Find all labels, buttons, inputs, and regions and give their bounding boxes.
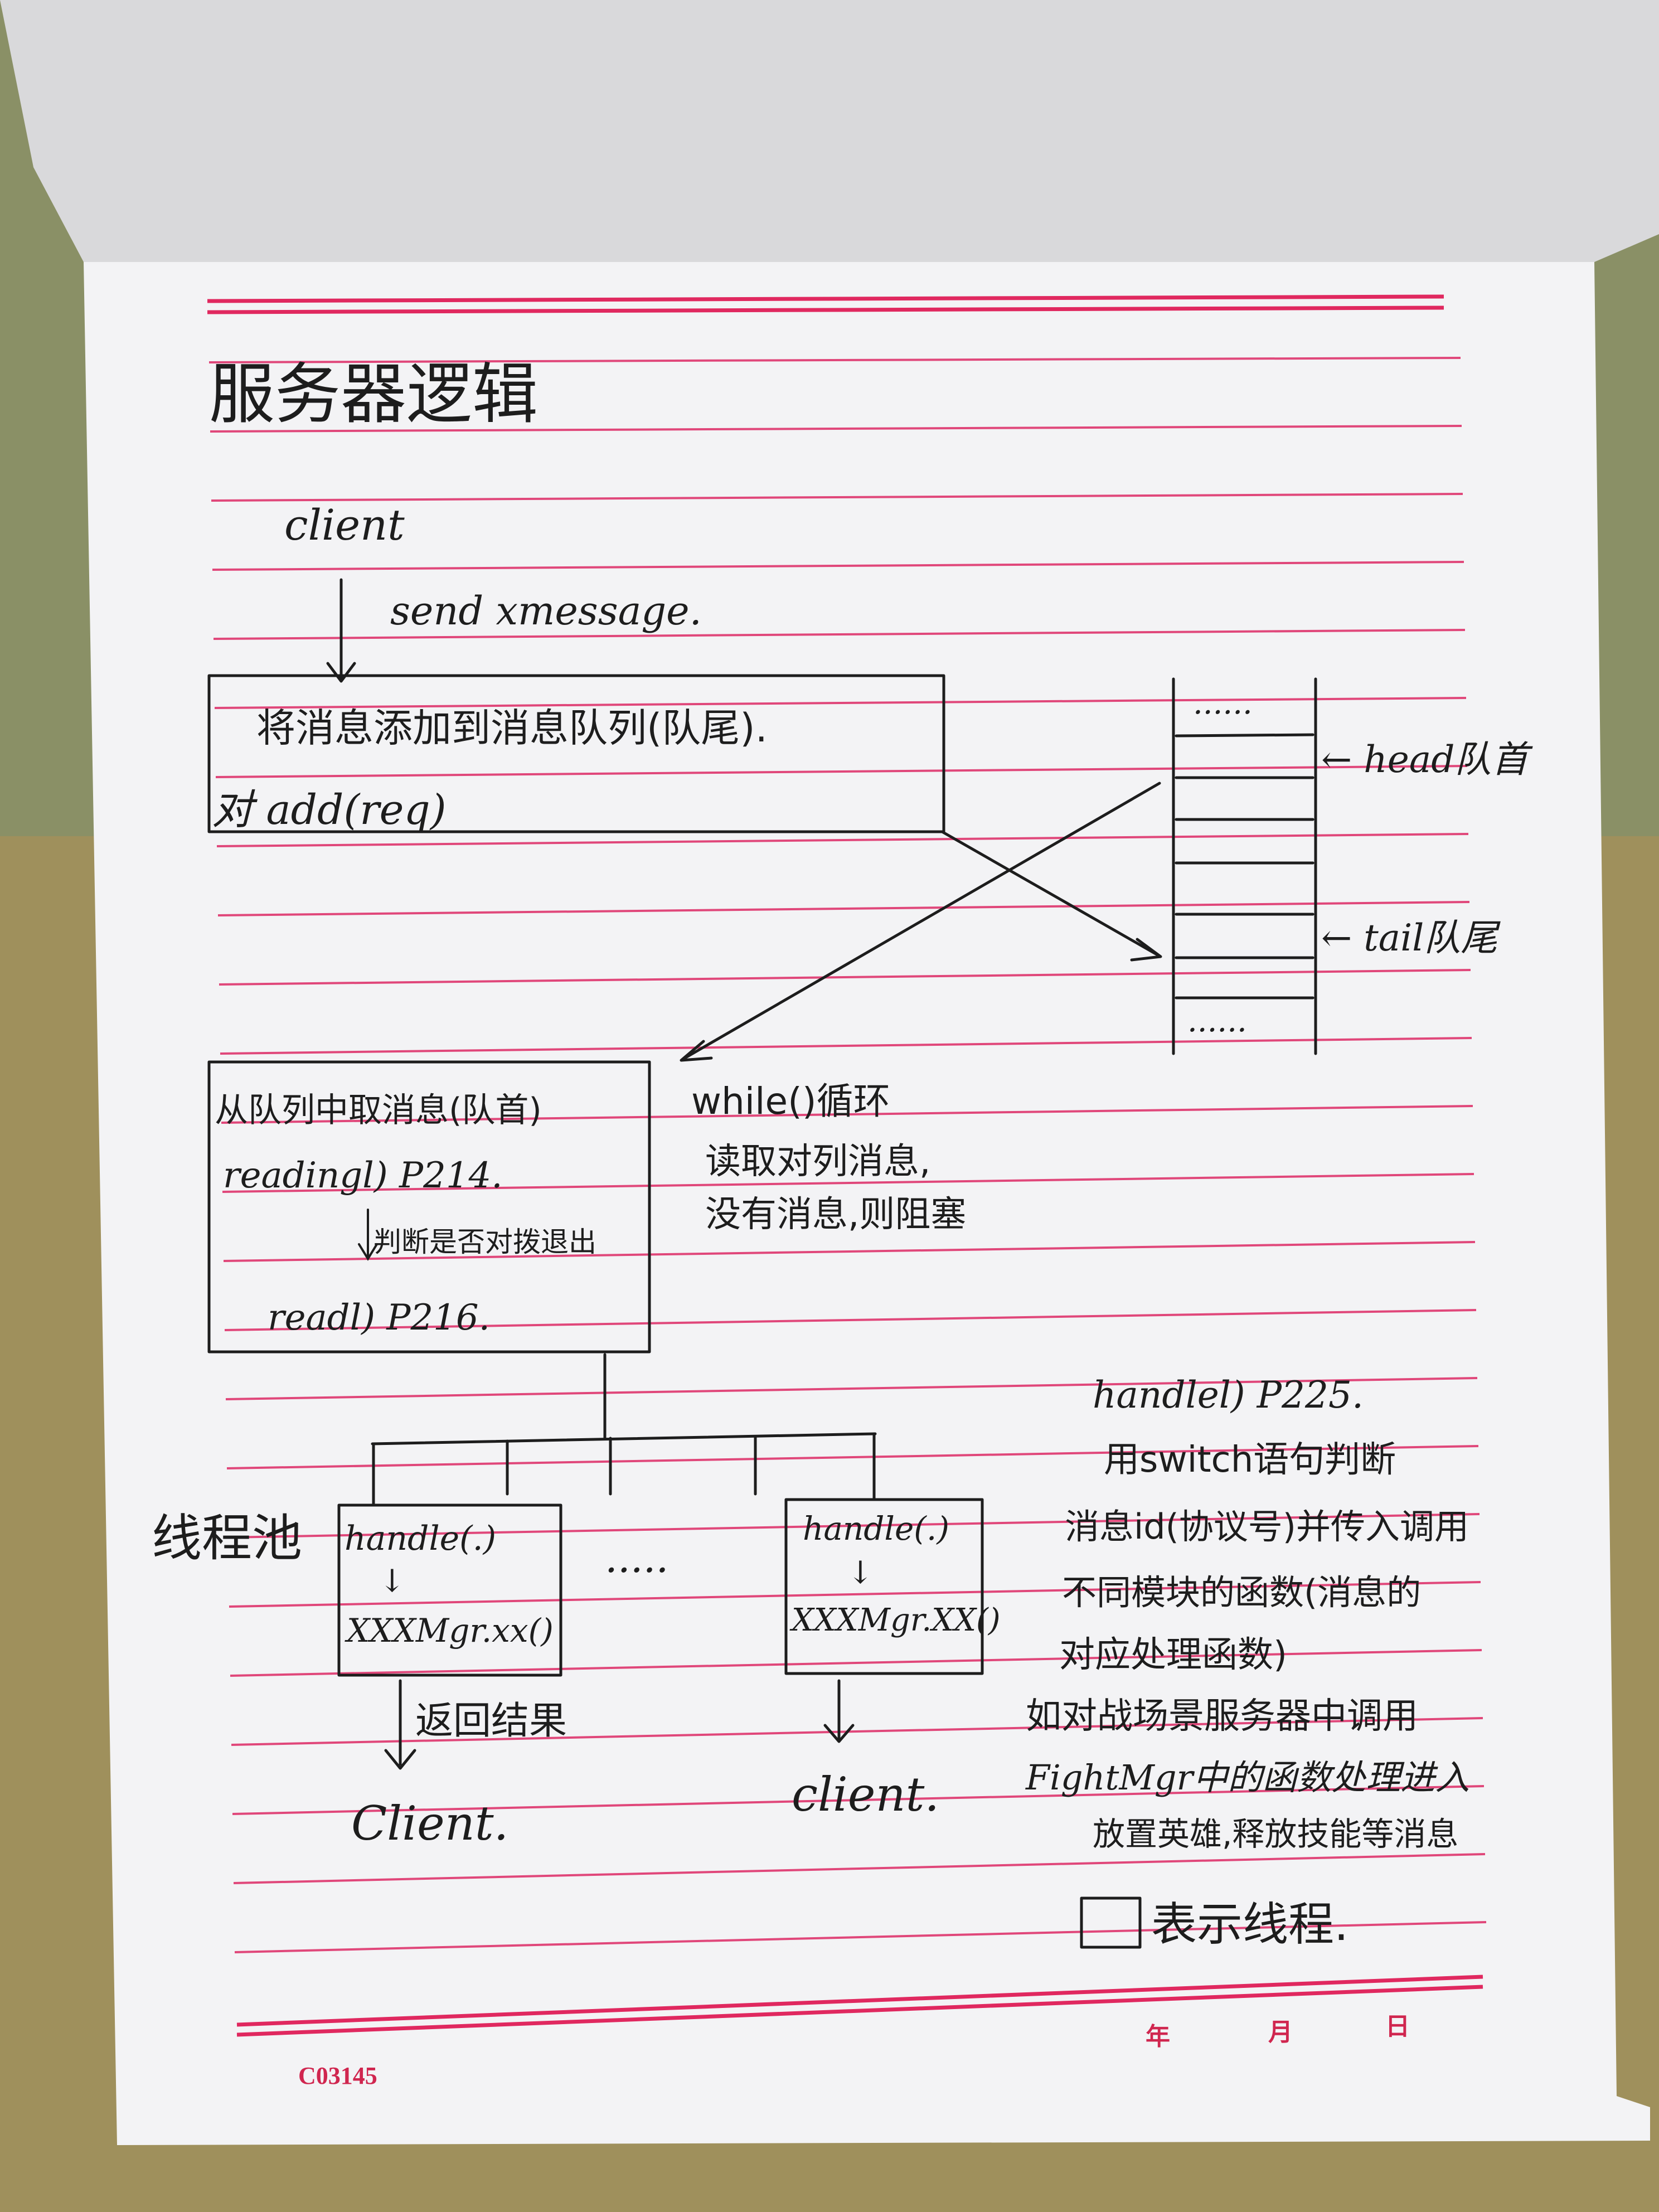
ruled-line [216,833,1469,847]
handle-note-line3: 消息id(协议号)并传入调用 [1065,1506,1469,1547]
ruled-line [230,1649,1482,1677]
date-month: 月 [1268,2019,1293,2046]
handle-note-line6: 如对战场景服务器中调用 [1026,1696,1418,1737]
thread1-line2: XXXMgr.xx() [345,1612,554,1650]
handle-note-line5: 对应处理函数) [1059,1634,1287,1676]
thread1-arrow: ↓ [379,1563,405,1599]
ruled-line [226,1445,1479,1469]
read-box-line3: 判断是否对拨退出 [373,1226,596,1258]
ruled-line [211,493,1463,502]
ruled-line [214,697,1467,709]
while-note-line2: 读取对列消息, [705,1141,930,1182]
legend-thread-box [1080,1896,1142,1949]
return-arrow-2-head [823,1724,855,1743]
form-code: C03145 [298,2062,377,2089]
thread2-line1: handle(.) [803,1510,949,1548]
thread-pool-label: 线程池 [152,1509,302,1568]
handle-note-line4: 不同模块的函数(消息的 [1062,1572,1421,1613]
ruled-line [233,1853,1486,1884]
ruled-line [208,357,1461,363]
read-box-line4: readl) P216. [268,1297,490,1338]
handle-note-line1: handlel) P225. [1093,1374,1364,1417]
date-year: 年 [1146,2023,1170,2050]
read-box-line2: readingl) P214. [223,1155,503,1196]
ruled-line [217,901,1470,916]
ruled-lines [207,294,1487,2037]
thread-pool-dots: ..... [605,1535,668,1582]
enqueue-arrow-head [1130,938,1162,962]
thread1-line1: handle(.) [345,1519,496,1558]
ruled-line [212,561,1464,571]
queue-top-dots: ...... [1193,685,1253,721]
ruled-line [222,1173,1474,1193]
thread2-arrow: ↓ [847,1555,874,1591]
handle-note-line7: FightMgr中的函数处理进入 [1025,1757,1469,1798]
folded-page [0,0,1659,262]
ruled-line [224,1309,1477,1331]
legend-label: 表示线程. [1151,1898,1348,1951]
client-bottom-1: Client. [351,1796,508,1851]
ruled-line [234,1921,1487,1953]
ruled-line [221,1105,1473,1124]
thread-box-1 [337,1503,562,1677]
thread2-line2: XXXMgr.XX() [789,1602,1001,1638]
client-send-arrow-head [326,662,356,683]
message-queue [1172,677,1317,1055]
ruled-line [220,1037,1472,1055]
add-to-queue-box [207,674,945,833]
read-box-line1: 从队列中取消息(队首) [215,1091,542,1130]
read-box-inner-arrow-head [358,1243,378,1261]
page-title: 服务器逻辑 [209,356,538,433]
while-note-line1: while()循环 [691,1080,890,1123]
ruled-line [215,765,1468,778]
handle-note-line8: 放置英雄,释放技能等消息 [1093,1815,1458,1853]
handle-note-line2: 用switch语句判断 [1104,1439,1396,1481]
while-note-line3: 没有消息,则阻塞 [705,1194,966,1235]
ruled-line [232,1785,1485,1815]
add-box-line2: 对 add(req) [212,786,447,834]
thread-pool-connector [371,1353,877,1507]
queue-tail-label: ← tail队尾 [1321,916,1501,959]
ruled-line [225,1377,1478,1400]
return-arrow-1-head [384,1749,416,1770]
client-bottom-2: client. [792,1767,939,1822]
ruled-line [210,425,1462,433]
ruled-line [213,629,1466,640]
send-message-label: send xmessage. [390,588,702,634]
add-box-line1: 将消息添加到消息队列(队尾). [256,705,768,751]
date-day: 日 [1385,2013,1410,2040]
return-result-label: 返回结果 [415,1699,567,1743]
queue-head-label: ← head队首 [1321,738,1533,781]
client-top-label: client [284,500,405,550]
thread-box-2 [784,1498,984,1675]
queue-bottom-dots: ...... [1187,1003,1247,1039]
read-from-queue-box [207,1060,651,1354]
enqueue-arrow-line [940,830,1161,958]
dequeue-arrow-head [680,1040,713,1062]
ruled-line [231,1717,1483,1746]
ruled-line [229,1581,1481,1608]
ruled-line [223,1241,1476,1262]
ruled-line [227,1513,1480,1539]
dequeue-arrow-line [681,782,1161,1061]
ruled-line [219,969,1471,986]
